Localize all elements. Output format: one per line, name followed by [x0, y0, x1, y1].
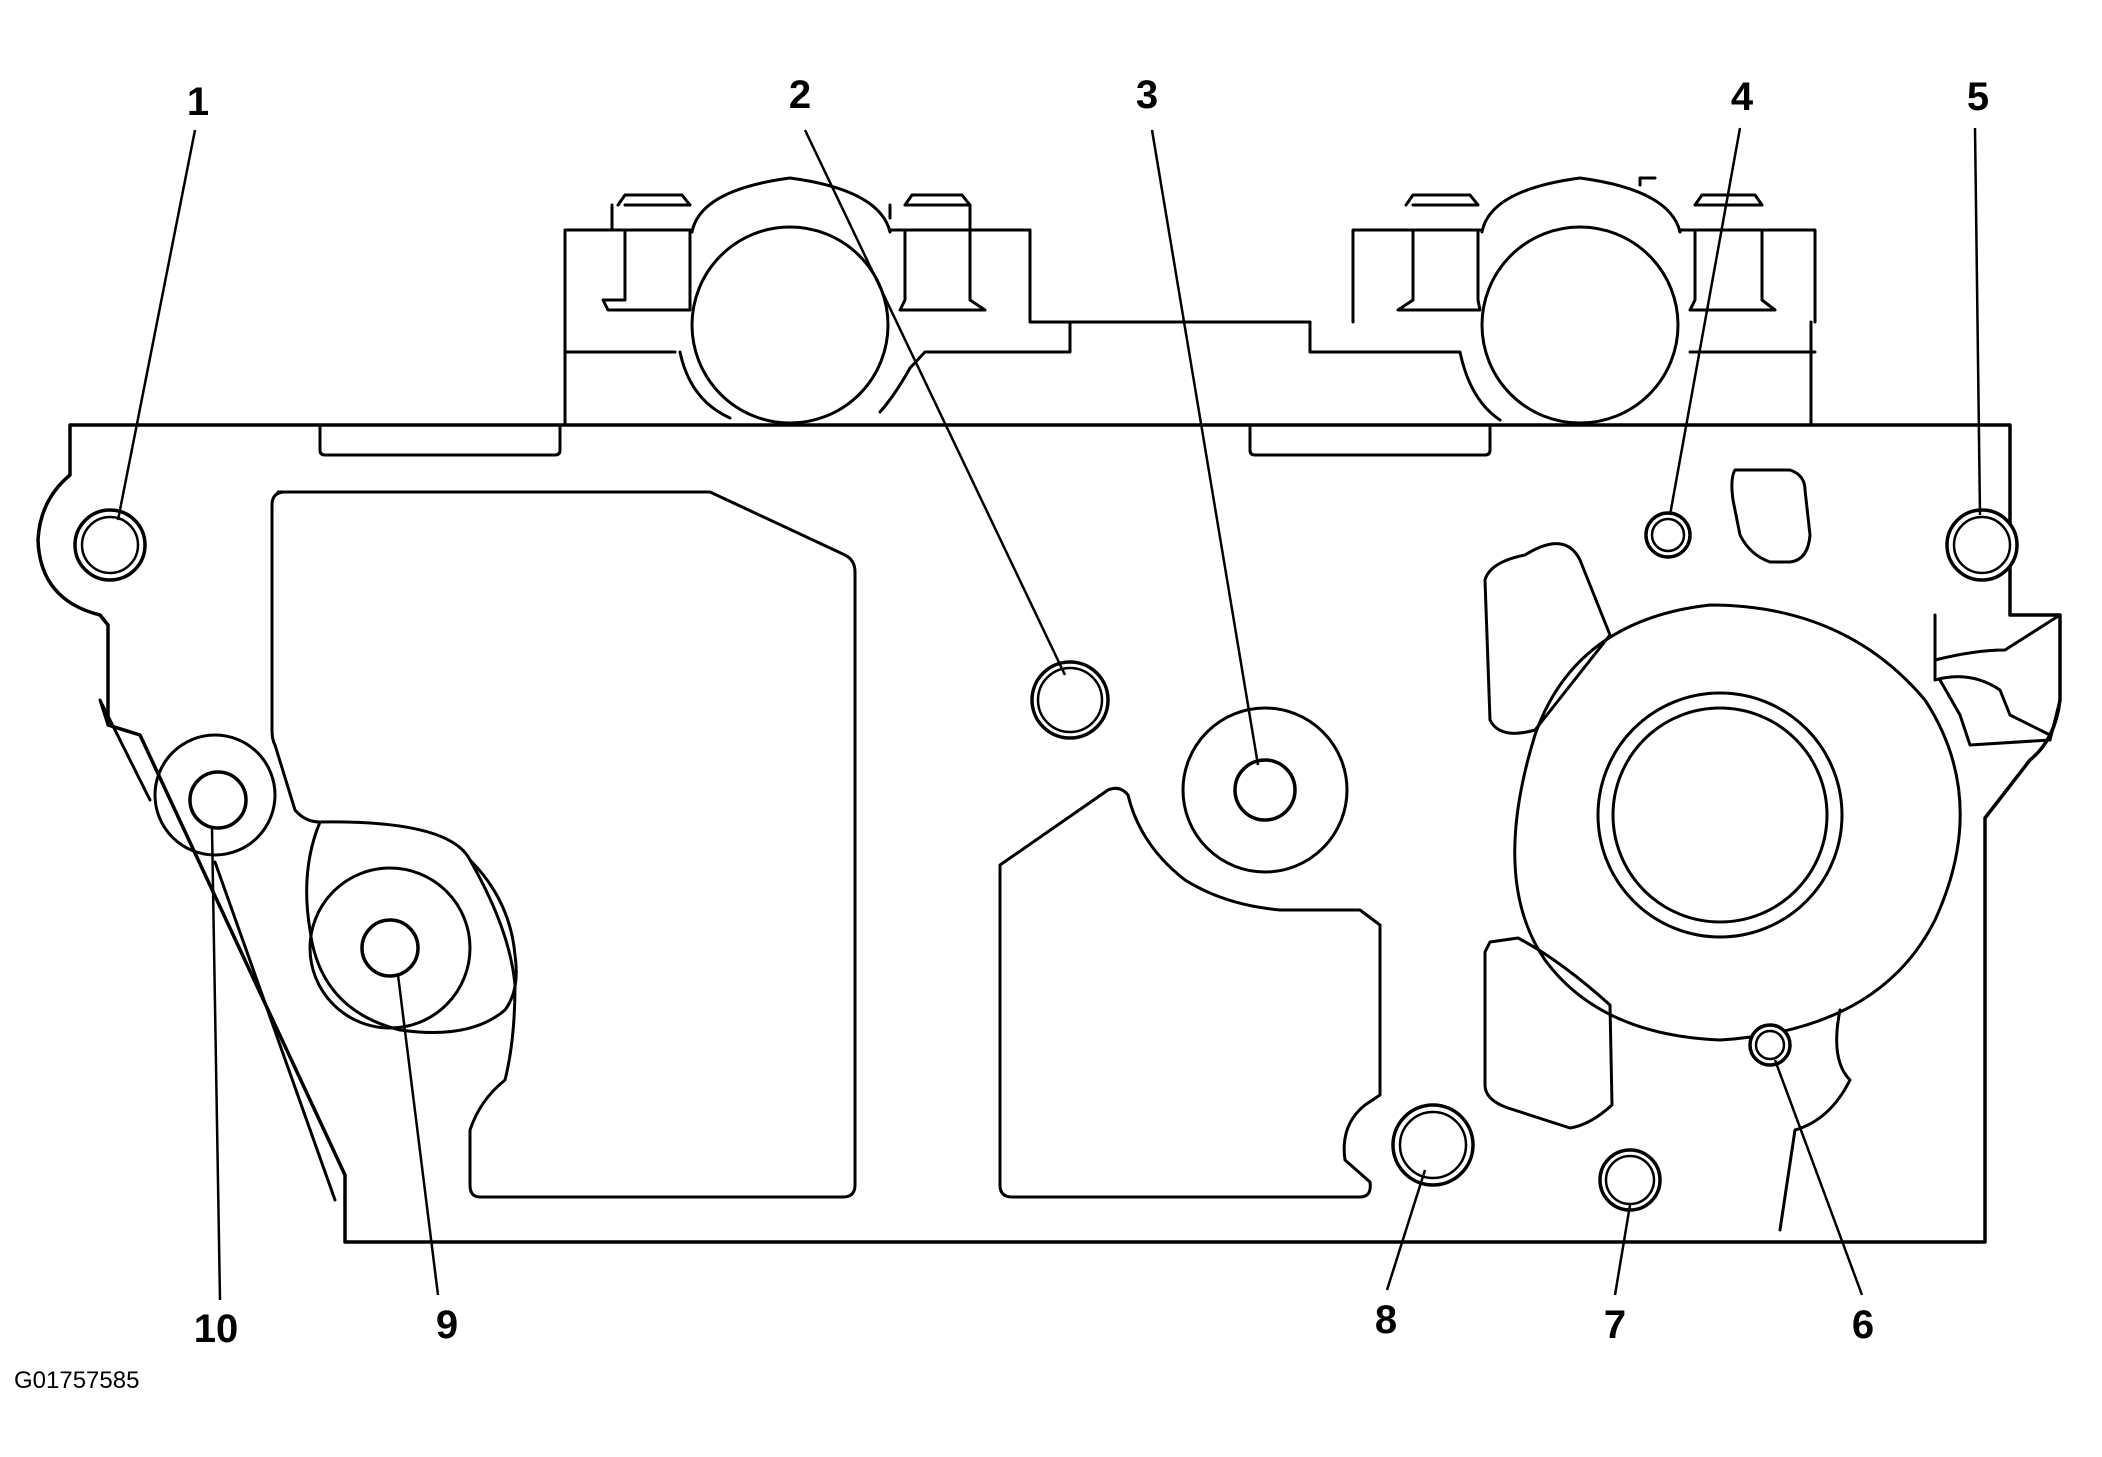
lower-right-port	[1483, 936, 1614, 1130]
left-port-boss	[305, 820, 518, 1034]
callout-label-3: 3	[1136, 73, 1158, 117]
leader-9	[396, 974, 440, 1296]
bolt-hole-6-inner	[1754, 1029, 1786, 1061]
cam-cap-right-arch	[1480, 176, 1682, 234]
cam-cap-left-arch	[678, 176, 892, 420]
cam-cap-left-bolt-b	[888, 193, 987, 312]
callout-label-10: 10	[194, 1307, 239, 1351]
bolt-hole-7-inner	[1604, 1154, 1656, 1206]
figure-id: G01757585	[14, 1367, 139, 1394]
center-port-opening	[998, 786, 1382, 1199]
cam-cap-right-bolt-a	[1396, 193, 1482, 312]
cam-cap-right-bolt-b	[1638, 176, 1777, 312]
callout-label-2: 2	[789, 73, 811, 117]
leader-3	[1150, 129, 1260, 766]
upper-right-pocket	[1730, 468, 1812, 564]
top-rail	[563, 320, 1813, 427]
bolt-boss-9	[308, 866, 472, 1030]
callout-label-7: 7	[1604, 1303, 1626, 1347]
upper-ledge-left	[318, 423, 562, 457]
upper-ledge-right	[1248, 423, 1492, 457]
cam-cap-right	[1308, 176, 1817, 425]
leader-10	[210, 827, 222, 1301]
callout-label-4: 4	[1731, 75, 1754, 119]
bolt-hole-10	[188, 770, 248, 830]
head-body-outline	[36, 423, 2062, 1244]
water-pump-bore-inner	[1611, 706, 1829, 924]
callout-leaders	[116, 127, 1982, 1301]
left-lower-edge	[98, 698, 337, 1202]
callout-label-5: 5	[1967, 75, 1989, 119]
left-port-opening	[270, 490, 857, 1199]
bolt-hole-2-inner	[1036, 666, 1104, 734]
cam-journal-right	[1480, 225, 1680, 425]
bolt-hole-3	[1233, 758, 1297, 822]
leader-1	[116, 129, 197, 521]
leader-7	[1613, 1204, 1632, 1296]
leader-5	[1973, 127, 1982, 516]
bolt-hole-8-inner	[1398, 1110, 1468, 1180]
callout-label-1: 1	[187, 80, 209, 124]
callout-numbers: 1 2 3 4 5 6 7 8 9 10	[187, 73, 1989, 1351]
cam-journal-left	[690, 225, 890, 425]
callout-label-6: 6	[1852, 1303, 1874, 1347]
bolt-hole-1-inner	[80, 515, 140, 575]
water-pump-boss	[1513, 603, 1962, 1232]
leader-8	[1385, 1169, 1427, 1291]
leader-6	[1773, 1059, 1864, 1296]
leader-4	[1668, 127, 1742, 516]
bolt-holes	[73, 508, 2019, 1212]
right-side-rib	[1933, 613, 2062, 747]
callout-label-8: 8	[1375, 1298, 1397, 1342]
callout-label-9: 9	[436, 1303, 458, 1347]
bolt-hole-9	[360, 918, 420, 978]
leader-2	[803, 129, 1067, 676]
cylinder-head-outline	[36, 320, 2062, 1244]
cam-cap-left	[563, 176, 1072, 425]
bolt-hole-4-inner	[1650, 517, 1686, 553]
cam-cap-left-bolt-a	[601, 193, 692, 312]
water-pump-lower-edge	[1778, 1008, 1852, 1232]
upper-right-slot	[1483, 542, 1612, 735]
bolt-boss-3	[1181, 706, 1349, 874]
bolt-boss-10	[153, 733, 277, 857]
water-pump-bore-outer	[1596, 691, 1844, 939]
water-pump-flange	[1513, 603, 1962, 1042]
bolt-hole-5-inner	[1952, 515, 2012, 575]
cam-cap-left-base	[563, 228, 1072, 414]
cam-cap-right-base	[1308, 228, 1817, 422]
head-ports	[270, 468, 2062, 1199]
